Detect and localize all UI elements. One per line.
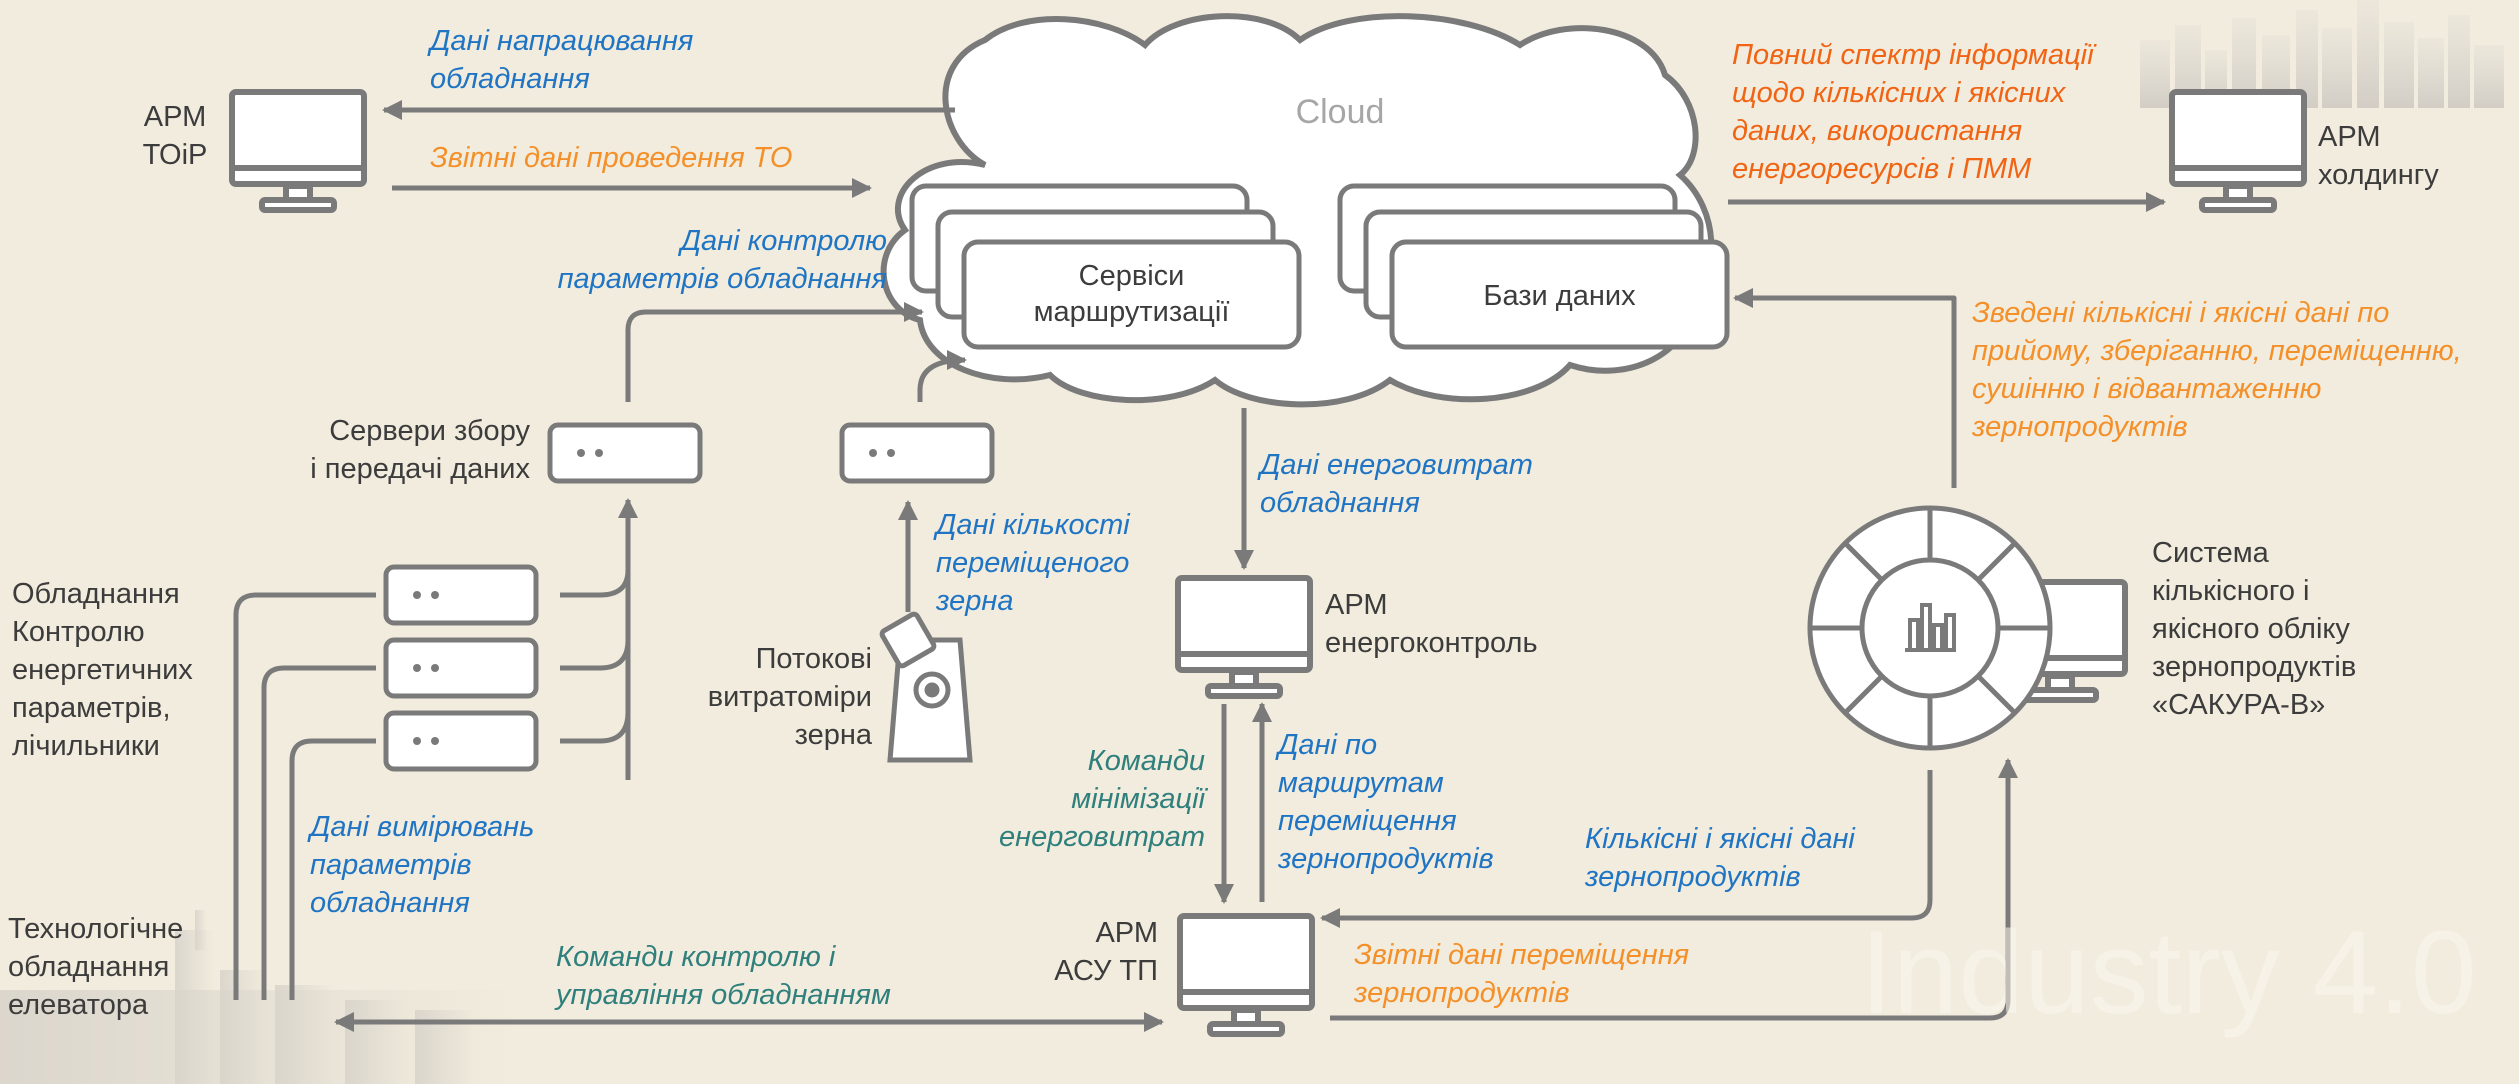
arm-energy-label: АРМ енергоконтроль	[1325, 589, 1538, 659]
flow-measurement: Дані вимірювань параметрів обладнання	[310, 811, 535, 919]
flow-energy-consumption: Дані енерговитрат обладнання	[1260, 449, 1533, 519]
connector-lines	[233, 100, 2166, 1032]
routing-services-stack	[909, 183, 1302, 350]
databases-label: Бази даних	[1483, 280, 1636, 312]
flow-param-control: Дані контролю параметрів обладнання	[557, 225, 887, 295]
bar-chart-icon	[1905, 603, 1956, 652]
flow-route-data: Дані по маршрутам переміщення зернопроду…	[1278, 729, 1494, 875]
server-icon	[383, 422, 995, 772]
flow-minimize-commands: Команди мінімізації енерговитрат	[999, 745, 1205, 853]
flow-control-commands: Команди контролю і управління обладнання…	[556, 941, 891, 1011]
flow-consolidated: Зведені кількісні і якісні дані по прийо…	[1972, 297, 2462, 443]
equipment-control-label: Обладнання Контролю енергетичних парамет…	[12, 578, 193, 762]
watermark: Industry 4.0	[1860, 907, 2477, 1039]
flowmeter-icon	[879, 611, 973, 763]
flow-grain-quantity: Дані кількості переміщеного зерна	[936, 509, 1130, 617]
flow-equipment-runtime: Дані напрацювання обладнання	[430, 25, 694, 95]
arm-asu-label: АРМ АСУ ТП	[1054, 917, 1158, 987]
servers-label: Сервери збору і передачі даних	[310, 415, 530, 485]
routing-services-label: Сервіси маршрутизації	[1033, 260, 1230, 328]
flow-to-reports: Звітні дані проведення ТО	[430, 142, 793, 174]
monitor-icon	[229, 89, 2307, 1037]
flow-movement-reports: Звітні дані переміщення зернопродуктів	[1354, 939, 1690, 1009]
flowmeters-label: Потокові витратоміри зерна	[707, 643, 872, 751]
arm-toir-label: АРМ ТОіР	[142, 101, 208, 171]
flow-qty-quality: Кількісні і якісні дані зернопродуктів	[1585, 823, 1855, 893]
server-led-icon	[413, 449, 895, 745]
databases-stack	[1337, 183, 1730, 350]
cloud-title: Cloud	[1295, 93, 1385, 131]
arm-holding-label: АРМ холдингу	[2318, 121, 2439, 191]
elevator-label: Технологічне обладнання елеватора	[8, 913, 184, 1021]
flow-full-spectrum: Повний спектр інформації щодо кількісних…	[1732, 39, 2094, 185]
sakura-label: Система кількісного і якісного обліку зе…	[2152, 537, 2357, 721]
